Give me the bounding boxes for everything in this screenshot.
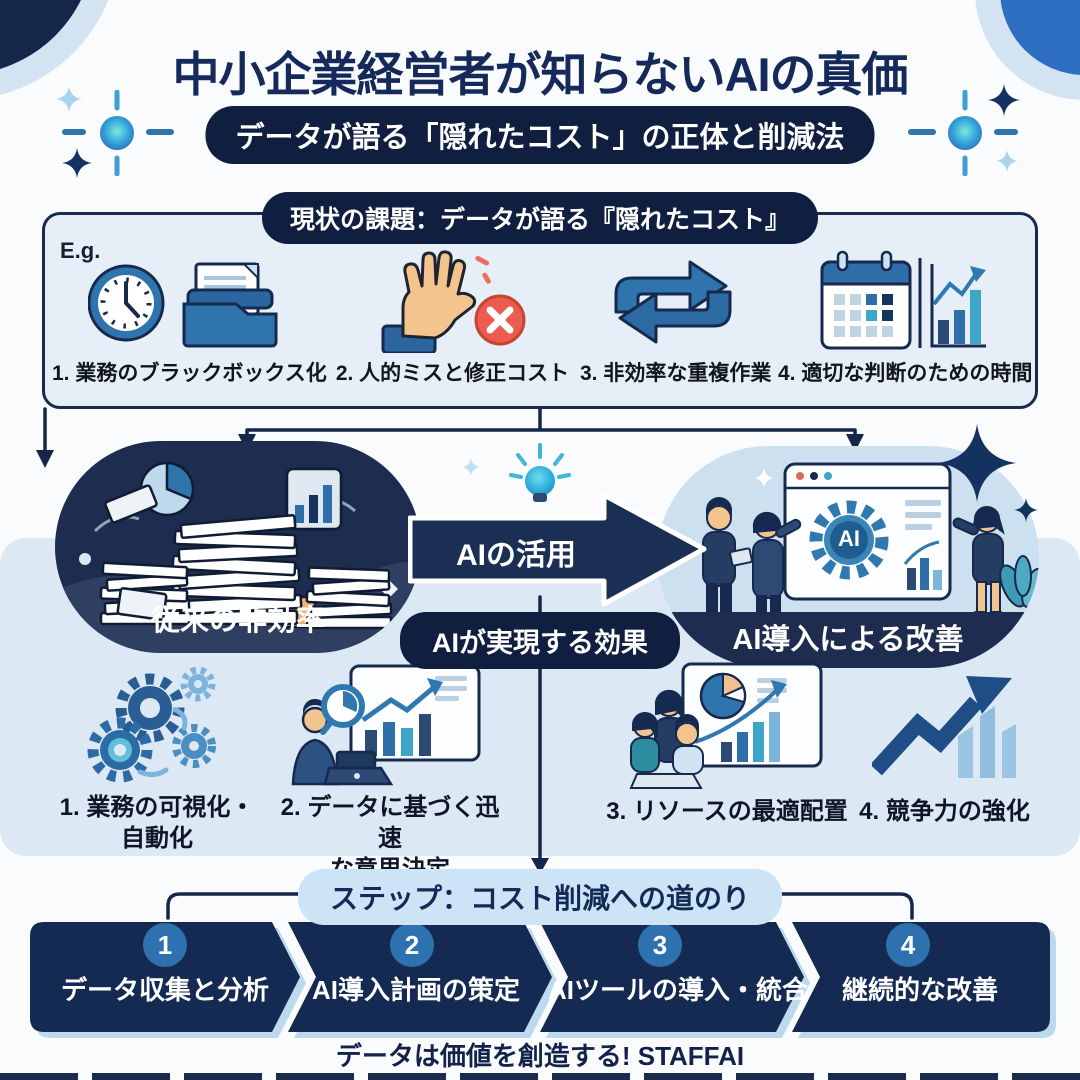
repeat-arrows-icon xyxy=(614,260,732,344)
sparkle-icon xyxy=(462,458,480,476)
arrow-label: AIの活用 xyxy=(456,539,576,572)
after-blob-base xyxy=(657,612,1039,668)
sparkle-icon xyxy=(938,424,1016,502)
deco-dash xyxy=(908,129,936,135)
step-number: 4 xyxy=(886,923,930,967)
ai-badge: AI xyxy=(838,526,860,551)
eg-label: E.g. xyxy=(60,238,101,263)
hand-error-icon xyxy=(381,250,526,353)
gears-icon xyxy=(87,666,216,783)
lightbulb-icon xyxy=(509,443,571,502)
effect-item-label: 4. 競争力の強化 xyxy=(859,798,1030,825)
sparkle-icon xyxy=(1014,498,1038,522)
sparkle-icon xyxy=(56,86,82,112)
effect-item-label: 1. 業務の可視化・ 自動化 xyxy=(59,794,255,853)
glow-orb-icon xyxy=(948,90,982,176)
calendar-chart-icon xyxy=(820,250,986,350)
glow-orb-icon xyxy=(100,90,134,176)
before-label: 従来の非効率 xyxy=(150,605,325,637)
bottom-stripe xyxy=(0,1073,1080,1080)
analyst-chart-icon xyxy=(291,664,481,786)
challenge-item-label: 3. 非効率な重複作業 xyxy=(580,362,772,385)
steps-header: ステップ：コスト削減への道のり xyxy=(297,869,783,925)
sparkle-icon xyxy=(996,150,1018,172)
ai-team-illustration xyxy=(702,462,1039,641)
step-label: データ収集と分析 xyxy=(60,975,269,1005)
step-number: 3 xyxy=(638,923,682,967)
challenge-item-label: 4. 適切な判断のための時間 xyxy=(778,362,1033,385)
deco-dash xyxy=(62,129,86,135)
after-label: AI導入による改善 xyxy=(732,624,964,656)
step-number: 2 xyxy=(390,923,434,967)
transformation-arrow xyxy=(408,492,707,607)
deco-dash xyxy=(146,129,174,135)
challenge-item-label: 2. 人的ミスと修正コスト xyxy=(335,362,570,385)
step-label: AI導入計画の策定 xyxy=(311,975,520,1005)
challenge-item-label: 1. 業務のブラックボックス化 xyxy=(52,362,327,385)
before-blob: 従来の非効率 xyxy=(55,441,421,653)
growth-arrow-icon xyxy=(872,676,1016,778)
page-title: 中小企業経営者が知らないAIの真価 xyxy=(172,48,909,101)
subtitle-pill: データが語る「隠れたコスト」の正体と削減法 xyxy=(205,106,875,164)
sparkle-icon xyxy=(62,148,92,178)
effect-item-label: 3. リソースの最適配置 xyxy=(606,798,848,825)
step-label: AIツールの導入・統合 xyxy=(548,975,809,1005)
team-chart-icon xyxy=(629,662,823,789)
clock-folder-icon xyxy=(88,262,278,348)
effects-header: AIが実現する効果 xyxy=(400,612,680,669)
sparkle-icon xyxy=(988,84,1020,116)
paper-stacks-illustration xyxy=(55,461,421,653)
challenges-header: 現状の課題：データが語る『隠れたコスト』 xyxy=(261,192,819,244)
step-label: 継続的な改善 xyxy=(841,975,998,1005)
footer-tagline: データは価値を創造する! STAFFAI xyxy=(335,1041,745,1071)
step-number: 1 xyxy=(143,923,187,967)
deco-dash xyxy=(994,129,1018,135)
